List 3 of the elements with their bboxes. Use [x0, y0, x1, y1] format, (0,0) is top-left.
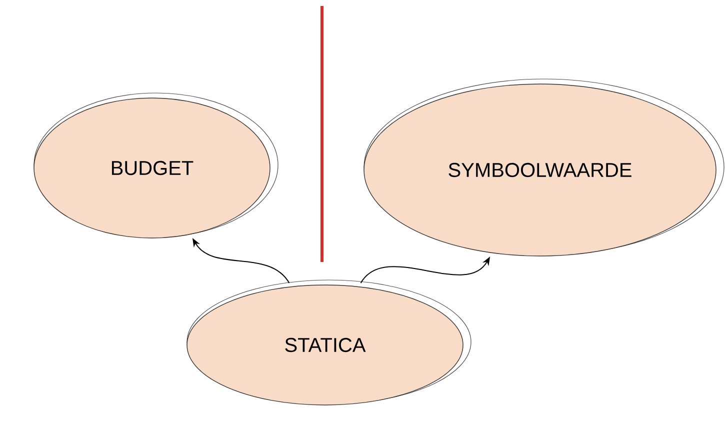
ellipse-node: BUDGET [34, 92, 278, 238]
ellipse-node: SYMBOOLWAARDE [364, 78, 724, 256]
ellipse-node: STATICA [186, 280, 472, 406]
